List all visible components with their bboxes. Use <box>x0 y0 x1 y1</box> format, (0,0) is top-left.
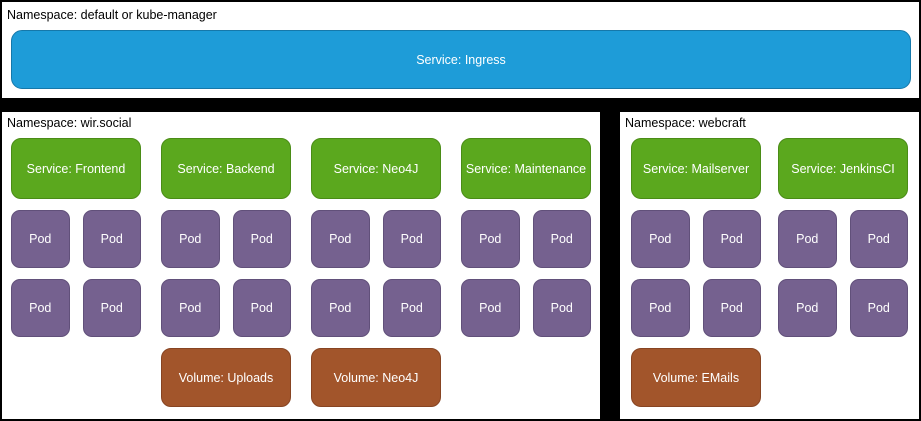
namespace-panel-webcraft: Namespace: webcraft Service: Mailserver … <box>620 112 919 419</box>
pod-box: Pod <box>82 210 141 268</box>
namespace-label: Namespace: wir.social <box>7 116 132 130</box>
namespace-panel-wirsocial: Namespace: wir.social Service: Frontend … <box>2 112 600 419</box>
pod-box: Pod <box>849 210 908 268</box>
service-columns: Service: Mailserver Pod Pod Pod Pod Volu… <box>631 138 908 407</box>
pod-box: Pod <box>82 279 141 337</box>
namespace-label: Namespace: webcraft <box>625 116 746 130</box>
pod-row: Pod Pod <box>631 210 761 268</box>
pod-box: Pod <box>849 279 908 337</box>
pod-box: Pod <box>461 279 520 337</box>
service-box: Service: Neo4J <box>311 138 441 199</box>
pod-box: Pod <box>232 279 291 337</box>
namespace-panel-default: Namespace: default or kube-manager Servi… <box>2 2 919 98</box>
pod-row: Pod Pod <box>778 279 908 337</box>
service-box: Service: Frontend <box>11 138 141 199</box>
pod-row: Pod Pod <box>311 210 441 268</box>
pod-box: Pod <box>702 210 761 268</box>
pod-box: Pod <box>232 210 291 268</box>
volume-box: Volume: Neo4J <box>311 348 441 407</box>
pod-box: Pod <box>532 279 591 337</box>
service-column-maintenance: Service: Maintenance Pod Pod Pod Pod <box>461 138 591 407</box>
service-column-jenkinsci: Service: JenkinsCI Pod Pod Pod Pod <box>778 138 908 407</box>
pod-row: Pod Pod <box>778 210 908 268</box>
service-box: Service: JenkinsCI <box>778 138 908 199</box>
pod-row: Pod Pod <box>11 210 141 268</box>
namespace-label: Namespace: default or kube-manager <box>7 8 217 22</box>
pod-box: Pod <box>702 279 761 337</box>
service-column-mailserver: Service: Mailserver Pod Pod Pod Pod Volu… <box>631 138 761 407</box>
pod-row: Pod Pod <box>11 279 141 337</box>
pod-box: Pod <box>161 279 220 337</box>
pod-box: Pod <box>11 210 70 268</box>
pod-box: Pod <box>382 279 441 337</box>
pod-box: Pod <box>311 279 370 337</box>
service-box: Service: Maintenance <box>461 138 591 199</box>
pod-box: Pod <box>778 210 837 268</box>
service-column-neo4j: Service: Neo4J Pod Pod Pod Pod Volume: N… <box>311 138 441 407</box>
pod-box: Pod <box>161 210 220 268</box>
volume-box: Volume: Uploads <box>161 348 291 407</box>
pod-row: Pod Pod <box>161 210 291 268</box>
service-columns: Service: Frontend Pod Pod Pod Pod Servic… <box>11 138 591 407</box>
pod-row: Pod Pod <box>461 210 591 268</box>
ingress-service-box: Service: Ingress <box>11 30 911 89</box>
pod-box: Pod <box>631 279 690 337</box>
pod-row: Pod Pod <box>311 279 441 337</box>
pod-box: Pod <box>631 210 690 268</box>
service-column-backend: Service: Backend Pod Pod Pod Pod Volume:… <box>161 138 291 407</box>
service-box: Service: Backend <box>161 138 291 199</box>
pod-row: Pod Pod <box>161 279 291 337</box>
pod-box: Pod <box>532 210 591 268</box>
service-box: Service: Mailserver <box>631 138 761 199</box>
volume-box: Volume: EMails <box>631 348 761 407</box>
pod-box: Pod <box>382 210 441 268</box>
pod-box: Pod <box>778 279 837 337</box>
pod-box: Pod <box>311 210 370 268</box>
pod-box: Pod <box>11 279 70 337</box>
pod-box: Pod <box>461 210 520 268</box>
pod-row: Pod Pod <box>461 279 591 337</box>
pod-row: Pod Pod <box>631 279 761 337</box>
service-column-frontend: Service: Frontend Pod Pod Pod Pod <box>11 138 141 407</box>
